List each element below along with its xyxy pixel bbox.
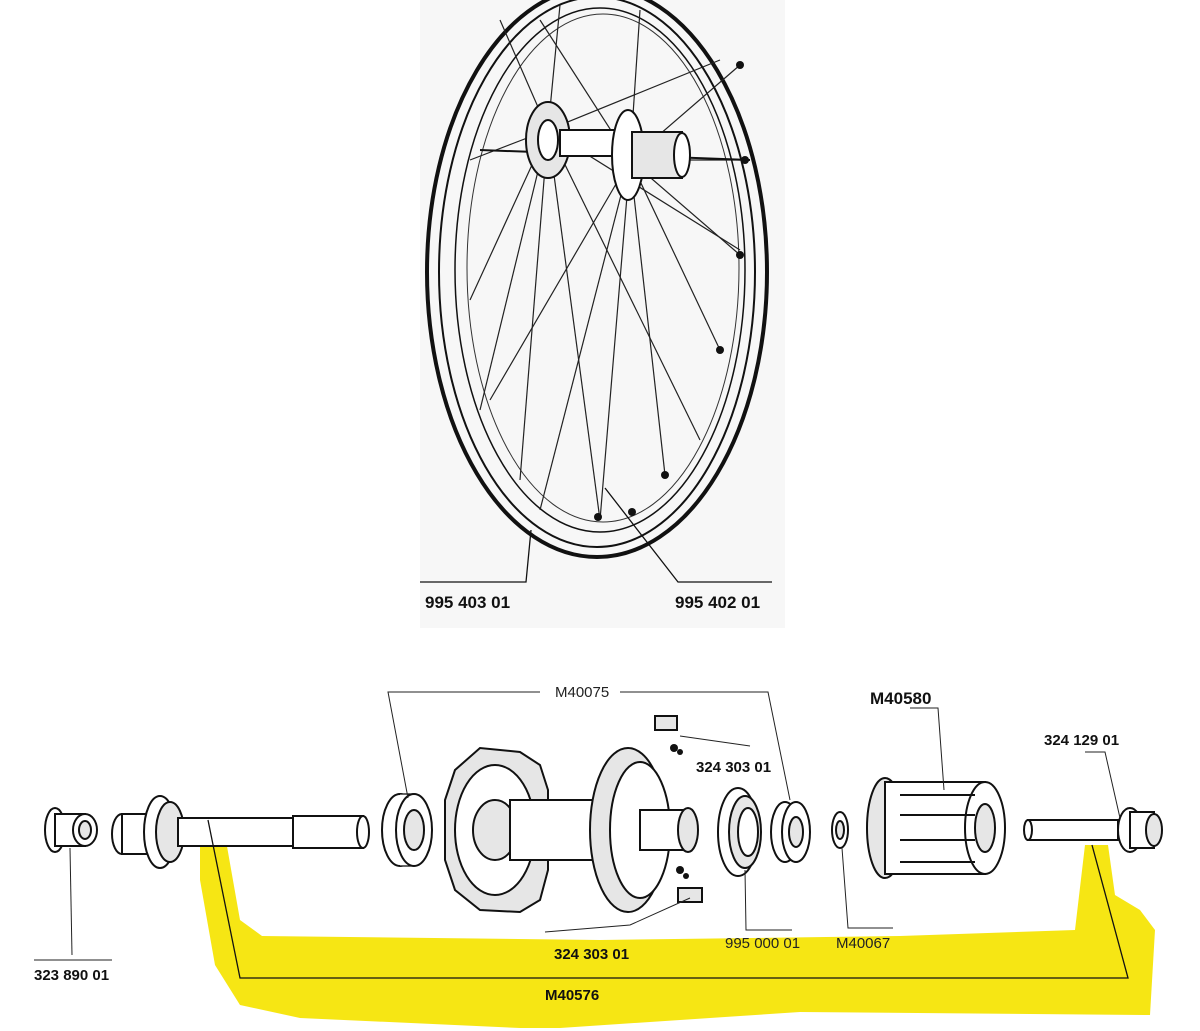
seal	[717, 787, 762, 877]
rim-part-label: 995 403 01	[425, 593, 510, 612]
pawl-upper-label: 324 303 01	[696, 759, 771, 776]
wheel-background	[420, 0, 785, 628]
wheel-drawing: 995 403 01 995 402 01	[420, 0, 785, 628]
pawl-lower	[676, 866, 703, 903]
tire	[425, 0, 769, 559]
spoke-nipples	[594, 61, 749, 521]
axle-label: M40576	[545, 987, 599, 1004]
rim-bed	[466, 13, 740, 523]
freehub-body	[866, 777, 1006, 879]
axle-left-section	[111, 795, 370, 869]
freehub-body-label: M40580	[870, 689, 931, 708]
washer-label: M40067	[836, 935, 890, 952]
axle-end-right-label: 324 129 01	[1044, 732, 1119, 749]
pawl-lower-label: 324 303 01	[554, 946, 629, 963]
rim-outer	[438, 0, 756, 548]
hub-shell	[444, 746, 699, 914]
spoke-leader-line	[604, 487, 772, 583]
seal-label: 995 000 01	[725, 935, 800, 952]
pawl-upper	[654, 715, 683, 755]
spokes	[469, 4, 745, 521]
rim-inner	[454, 7, 746, 533]
wheel-hub	[479, 101, 751, 201]
axle-end-right	[1023, 807, 1163, 853]
rim-leader-line	[420, 529, 532, 583]
washer	[831, 811, 849, 849]
axle-end-cap-left	[44, 807, 98, 956]
spoke-part-label: 995 402 01	[675, 593, 760, 612]
bearing-right	[770, 801, 811, 863]
bearing-kit-label: M40075	[555, 684, 609, 701]
axle-end-left-label: 323 890 01	[34, 967, 109, 984]
hub-leader-lines	[34, 691, 1129, 979]
bearing-left	[381, 793, 433, 867]
hub-exploded-view: M40075 M40580 324 129 01 324 303 01 324 …	[34, 684, 1163, 1004]
axle-highlight	[200, 818, 1155, 1028]
